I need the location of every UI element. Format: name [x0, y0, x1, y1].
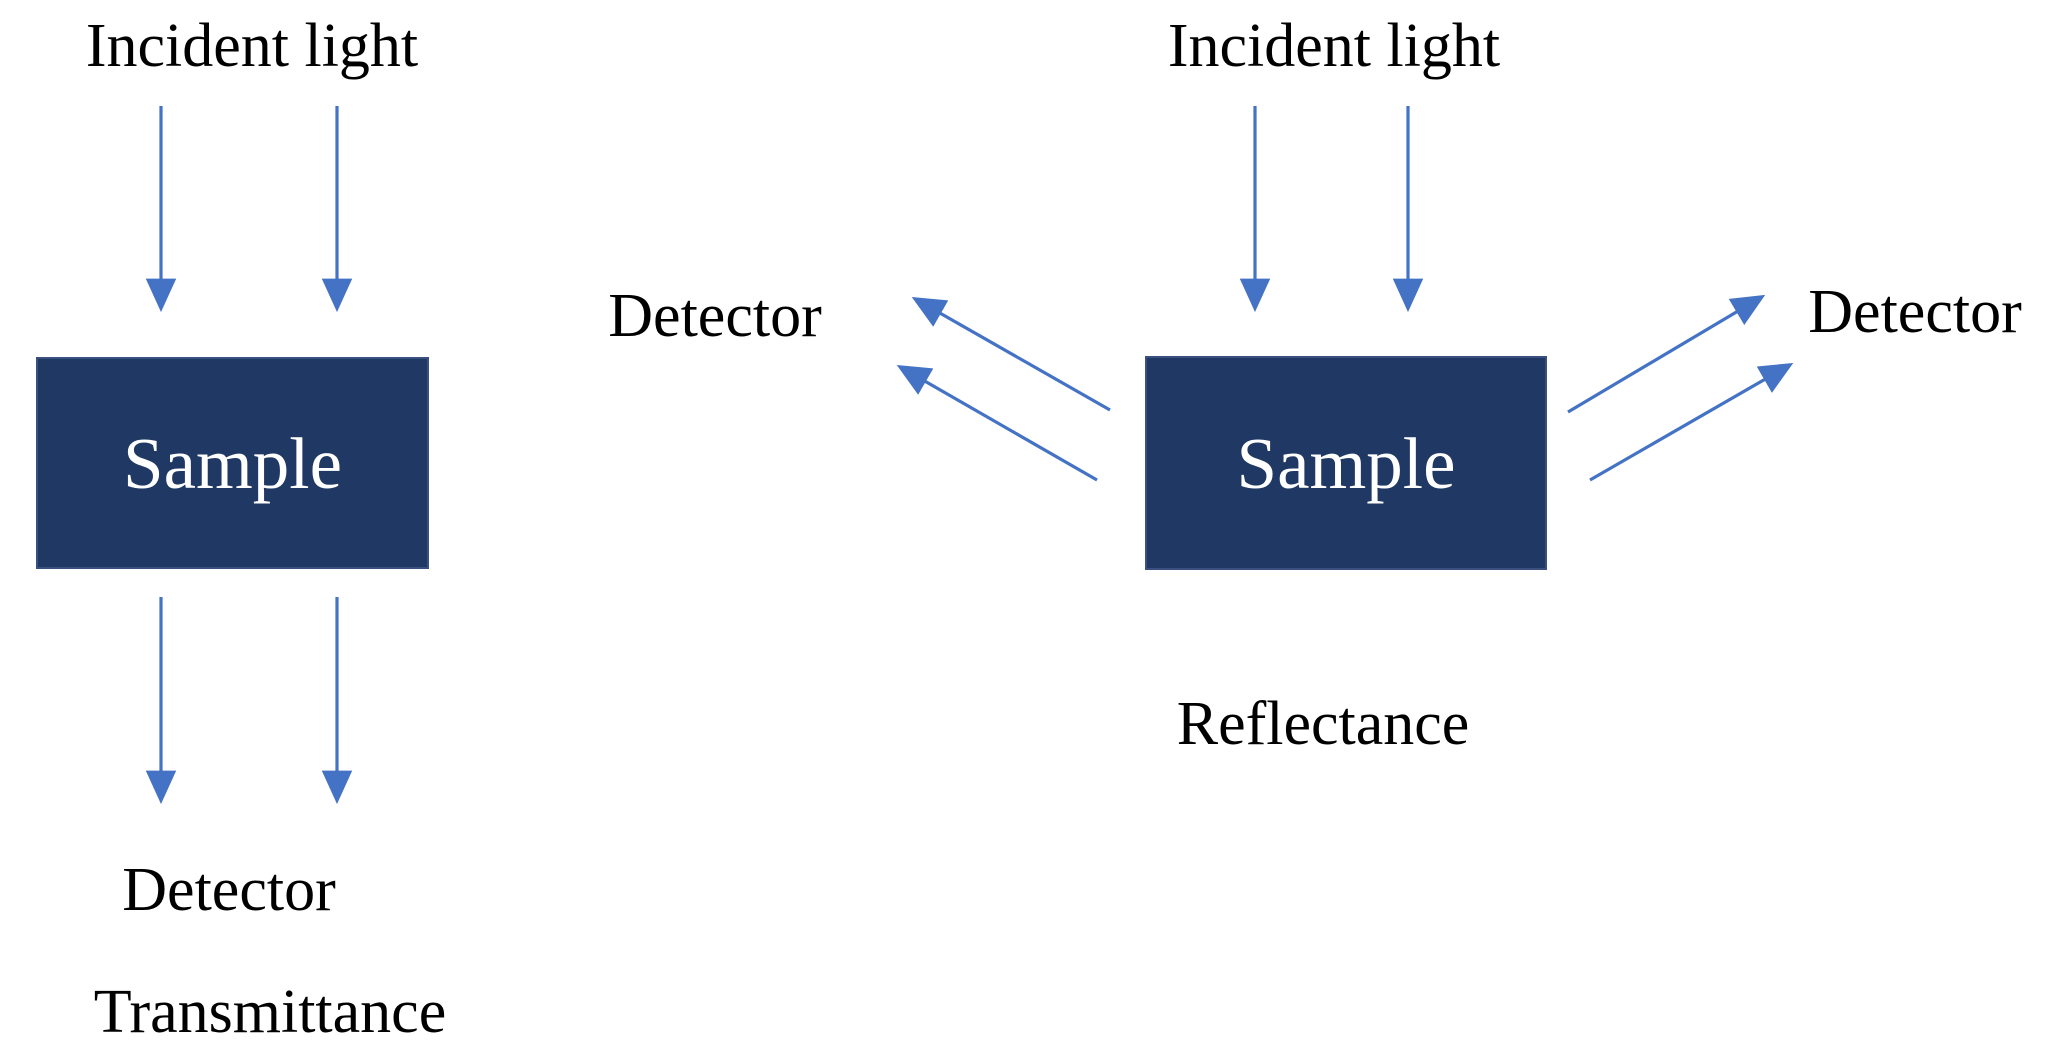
transmittance-caption: Transmittance: [93, 978, 447, 1046]
incident-light-label-right: Incident light: [1167, 12, 1501, 80]
reflected-arrow-left-upper: [911, 296, 1111, 412]
sample-label-right: Sample: [1236, 422, 1456, 504]
reflected-arrow-right-upper: [1567, 294, 1766, 414]
detector-label-right: Detector: [1808, 278, 2022, 346]
detector-label-mid-left: Detector: [608, 282, 822, 350]
detector-label-bottom-left: Detector: [122, 856, 336, 924]
sample-label-left: Sample: [123, 422, 342, 504]
reflected-arrow-left-lower: [896, 364, 1098, 482]
sample-box-right: Sample: [1145, 356, 1547, 570]
reflectance-caption: Reflectance: [1176, 690, 1470, 758]
incident-light-label-left: Incident light: [85, 12, 419, 80]
sample-box-left: Sample: [36, 357, 429, 569]
reflected-arrow-right-lower: [1589, 362, 1794, 482]
